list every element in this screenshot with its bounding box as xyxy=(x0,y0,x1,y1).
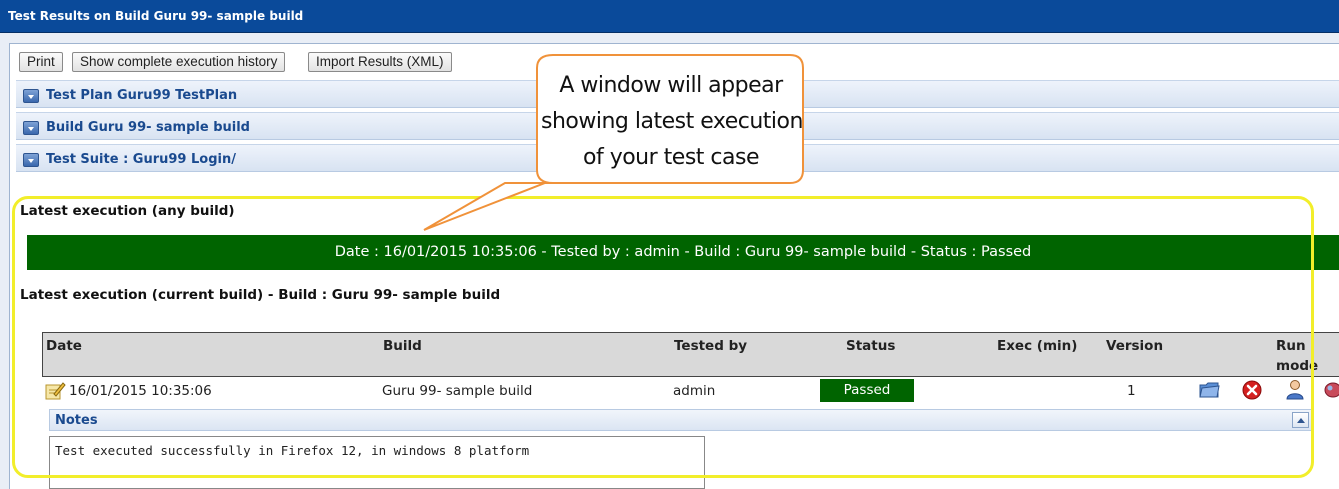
latest-execution-current-heading: Latest execution (current build) - Build… xyxy=(20,287,501,303)
print-button[interactable]: Print xyxy=(19,52,63,72)
status-badge: Passed xyxy=(820,379,914,402)
collapse-toggle-icon[interactable] xyxy=(23,121,39,135)
section-label: Build Guru 99- sample build xyxy=(46,120,250,135)
col-build: Build xyxy=(383,338,422,354)
folder-icon[interactable] xyxy=(1198,380,1220,400)
notes-label: Notes xyxy=(55,413,98,428)
callout-line: A window will appear xyxy=(559,73,783,98)
table-header: Date Build Tested by Status Exec (min) V… xyxy=(42,332,1339,377)
row-version: 1 xyxy=(1127,383,1136,399)
window-title-bar: Test Results on Build Guru 99- sample bu… xyxy=(0,0,1339,33)
row-build: Guru 99- sample build xyxy=(382,383,533,399)
col-status: Status xyxy=(846,338,896,354)
edit-note-icon[interactable] xyxy=(44,380,66,402)
latest-execution-any-heading: Latest execution (any build) xyxy=(20,203,235,219)
section-label: Test Suite : Guru99 Login/ xyxy=(46,152,236,167)
row-date: 16/01/2015 10:35:06 xyxy=(69,383,212,399)
col-run-mode: Run xyxy=(1276,338,1306,354)
row-tested-by: admin xyxy=(673,383,716,399)
collapse-toggle-icon[interactable] xyxy=(23,89,39,103)
notes-text: Test executed successfully in Firefox 12… xyxy=(55,443,530,458)
notes-section[interactable]: Notes xyxy=(49,409,1312,431)
collapse-toggle-icon[interactable] xyxy=(23,153,39,167)
table-row xyxy=(42,378,1339,405)
delete-icon[interactable] xyxy=(1242,380,1262,400)
callout-text: A window will appear showing latest exec… xyxy=(541,68,803,176)
col-run-mode-2: mode xyxy=(1276,358,1319,374)
collapse-up-icon[interactable] xyxy=(1292,412,1309,428)
col-version: Version xyxy=(1106,338,1164,354)
section-label: Test Plan Guru99 TestPlan xyxy=(46,88,238,103)
latest-execution-summary: Date : 16/01/2015 10:35:06 - Tested by :… xyxy=(27,235,1339,270)
bug-icon[interactable] xyxy=(1322,379,1339,401)
col-tested-by: Tested by xyxy=(674,338,748,354)
col-date: Date xyxy=(46,338,82,354)
execution-history-button[interactable]: Show complete execution history xyxy=(72,52,286,72)
col-exec: Exec (min) xyxy=(997,338,1078,354)
import-results-button[interactable]: Import Results (XML) xyxy=(308,52,452,72)
callout-line: of your test case xyxy=(583,145,759,170)
window-title: Test Results on Build Guru 99- sample bu… xyxy=(8,9,304,23)
user-icon[interactable] xyxy=(1285,379,1305,401)
notes-textarea[interactable]: Test executed successfully in Firefox 12… xyxy=(49,436,705,489)
callout-line: showing latest execution xyxy=(541,109,803,134)
